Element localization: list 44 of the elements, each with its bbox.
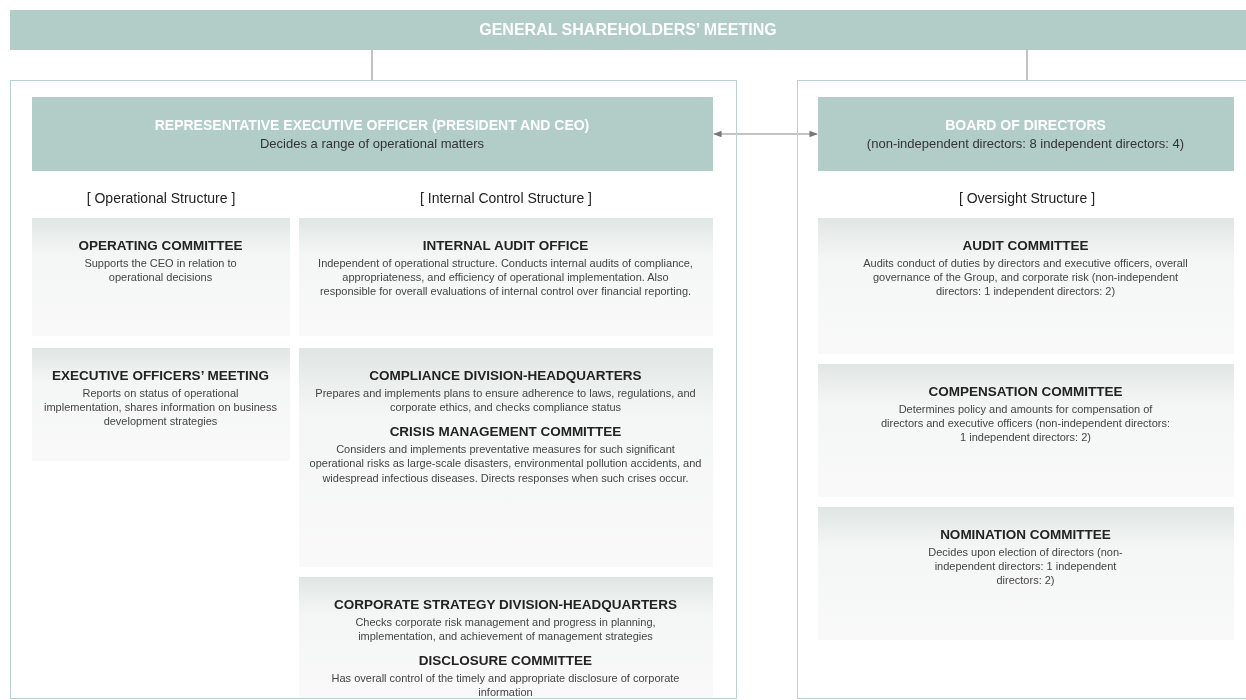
description-text: Prepares and implements plans to ensure adherence to laws, regulations, and corporate ethics, and checks compliance status (314, 385, 697, 415)
panel-border (797, 80, 1246, 699)
heading-text: CORPORATE STRATEGY DIVISION-HEADQUARTERS (334, 596, 677, 612)
committee-card (298, 217, 713, 336)
committee-card (817, 506, 1234, 640)
header-box (817, 96, 1234, 171)
committee-card (817, 217, 1234, 354)
section-heading: [ Operational Structure ] (86, 190, 236, 206)
heading-text: REPRESENTATIVE EXECUTIVE OFFICER (PRESIDENT AND CEO) (154, 116, 590, 133)
description-text: Has overall control of the timely and appropriate disclosure of corporate information (330, 671, 681, 700)
description-text: Determines policy and amounts for compensation of directors and executive officers (non-independent directors: 1 independent directors: 2) (880, 401, 1171, 445)
heading-text: COMPLIANCE DIVISION-HEADQUARTERS (369, 367, 642, 383)
arrow (713, 130, 818, 138)
committee-card (817, 363, 1234, 497)
heading-text: CRISIS MANAGEMENT COMMITTEE (389, 424, 622, 440)
committee-card (298, 576, 713, 698)
description-text: Audits conduct of duties by directors and executive officers, overall governance of the Group, and corporate risk (non-independent directors: 1 independent directors: 2) (862, 255, 1189, 299)
section-heading: [ Oversight Structure ] (958, 190, 1096, 206)
committee-card (298, 347, 713, 567)
panel-border (10, 80, 737, 699)
description-text: Reports on status of operational implementation, shares information on business development strategies (43, 385, 278, 429)
heading-text: AUDIT COMMITTEE (962, 237, 1089, 253)
description-text: Checks corporate risk management and progress in planning, implementation, and achievement of management strategies (354, 614, 657, 644)
heading-text: EXECUTIVE OFFICERS’ MEETING (52, 367, 269, 383)
heading-text: GENERAL SHAREHOLDERS’ MEETING (479, 21, 777, 39)
description-text: Decides upon election of directors (non-independent directors: 1 independent directors: 2) (927, 544, 1124, 588)
heading-text: INTERNAL AUDIT OFFICE (422, 237, 589, 253)
connector-line (1026, 49, 1028, 81)
description-text: Supports the CEO in relation to operational decisions (83, 255, 238, 285)
description-text: Decides a range of operational matters (260, 135, 484, 151)
connector-line (371, 49, 373, 81)
heading-text: BOARD OF DIRECTORS (945, 116, 1106, 133)
heading-text: COMPENSATION COMMITTEE (928, 383, 1123, 399)
description-text: (non-independent directors: 8 independent directors: 4) (866, 135, 1185, 151)
section-heading: [ Internal Control Structure ] (420, 190, 592, 206)
description-text: Considers and implements preventative measures for such significant operational risks as large-scale disasters, environmental pollution accidents, and widespread infectious diseases. Directs responses when such crises occur. (308, 442, 703, 485)
heading-text: NOMINATION COMMITTEE (940, 526, 1111, 542)
header-box (31, 96, 713, 171)
committee-card (31, 217, 290, 336)
heading-text: DISCLOSURE COMMITTEE (418, 653, 593, 669)
heading-text: OPERATING COMMITTEE (78, 237, 243, 253)
description-text: Independent of operational structure. Conducts internal audits of compliance, appropriateness, and efficiency of operational implementation. Also responsible for overall evaluations of internal control over financial reporting. (317, 255, 694, 299)
committee-card (31, 347, 290, 461)
header-band (10, 10, 1246, 50)
